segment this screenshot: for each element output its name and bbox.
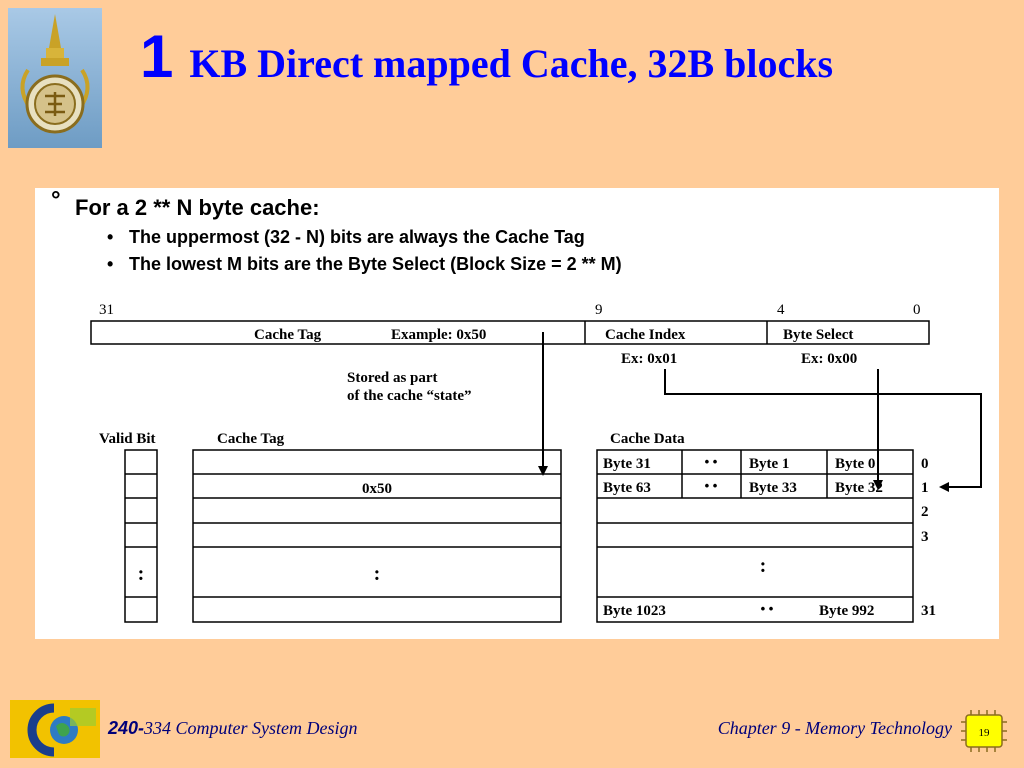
cache-tag-header: Cache Tag bbox=[217, 431, 285, 447]
valid-vdots: : bbox=[138, 563, 145, 585]
index-example: Ex: 0x01 bbox=[621, 351, 677, 367]
bit-label-9: 9 bbox=[595, 302, 603, 318]
course-name: 334 Computer System Design bbox=[144, 718, 358, 738]
content-panel: ° For a 2 ** N byte cache: • The uppermo… bbox=[35, 188, 999, 639]
title-text: KB Direct mapped Cache, 32B blocks bbox=[189, 41, 834, 86]
row-number-3: 3 bbox=[921, 529, 929, 545]
data-vdots: : bbox=[760, 555, 767, 577]
tag-vdots: : bbox=[374, 563, 381, 585]
stored-note-line2: of the cache “state” bbox=[347, 388, 472, 404]
row-number-31: 31 bbox=[921, 603, 936, 619]
row-number-0: 0 bbox=[921, 456, 929, 472]
data-last-dots: • • bbox=[761, 601, 774, 616]
data-row0-byte0: Byte 0 bbox=[835, 456, 875, 472]
data-row1-dots: • • bbox=[705, 478, 718, 493]
course-title: 240-334 Computer System Design bbox=[108, 718, 358, 739]
page-number: 19 bbox=[979, 727, 991, 739]
page-number-chip: 19 bbox=[961, 710, 1007, 752]
byte-select-field: Byte Select bbox=[783, 327, 853, 343]
address-bar bbox=[90, 320, 930, 345]
tag-example: Example: 0x50 bbox=[391, 327, 486, 343]
bullet-marker: ° bbox=[51, 188, 61, 214]
cache-index-field: Cache Index bbox=[605, 327, 686, 343]
university-emblem-icon bbox=[8, 8, 102, 148]
row-number-1: 1 bbox=[921, 480, 929, 496]
index-arrow bbox=[664, 369, 982, 492]
byte-example: Ex: 0x00 bbox=[801, 351, 857, 367]
cache-tag-column bbox=[192, 449, 562, 623]
bit-label-0: 0 bbox=[913, 302, 921, 318]
sub-bullet-marker-1: • bbox=[107, 227, 113, 247]
data-row1-byte32: Byte 32 bbox=[835, 480, 883, 496]
data-last-byte992: Byte 992 bbox=[819, 603, 874, 619]
course-number: 240- bbox=[108, 718, 145, 738]
bullet-main: For a 2 ** N byte cache: bbox=[75, 195, 320, 220]
sub-bullet-marker-2: • bbox=[107, 254, 113, 274]
bit-label-4: 4 bbox=[777, 302, 785, 318]
data-row0-dots: • • bbox=[705, 454, 718, 469]
valid-bit-column bbox=[124, 449, 158, 623]
title-number: 1 bbox=[140, 23, 174, 90]
data-row0-byte31: Byte 31 bbox=[603, 456, 651, 472]
cache-diagram: ° For a 2 ** N byte cache: • The uppermo… bbox=[51, 188, 982, 623]
cache-data-column bbox=[596, 449, 914, 623]
row-number-2: 2 bbox=[921, 504, 929, 520]
cache-tag-field: Cache Tag bbox=[254, 327, 322, 343]
faculty-logo-icon bbox=[10, 700, 100, 758]
sub-bullet-2: The lowest M bits are the Byte Select (B… bbox=[129, 254, 622, 274]
cache-data-header: Cache Data bbox=[610, 431, 685, 447]
slide-title: 1 KB Direct mapped Cache, 32B blocks bbox=[140, 22, 833, 102]
data-row0-byte1: Byte 1 bbox=[749, 456, 789, 472]
sub-bullet-1: The uppermost (32 - N) bits are always t… bbox=[129, 227, 585, 247]
data-last-byte1023: Byte 1023 bbox=[603, 603, 666, 619]
data-row1-byte63: Byte 63 bbox=[603, 480, 651, 496]
data-row1-byte33: Byte 33 bbox=[749, 480, 797, 496]
valid-bit-header: Valid Bit bbox=[99, 431, 156, 447]
stored-note-line1: Stored as part bbox=[347, 370, 438, 386]
tag-row-1-value: 0x50 bbox=[362, 481, 392, 497]
bit-label-31: 31 bbox=[99, 302, 114, 318]
chapter-title: Chapter 9 - Memory Technology bbox=[717, 718, 952, 738]
